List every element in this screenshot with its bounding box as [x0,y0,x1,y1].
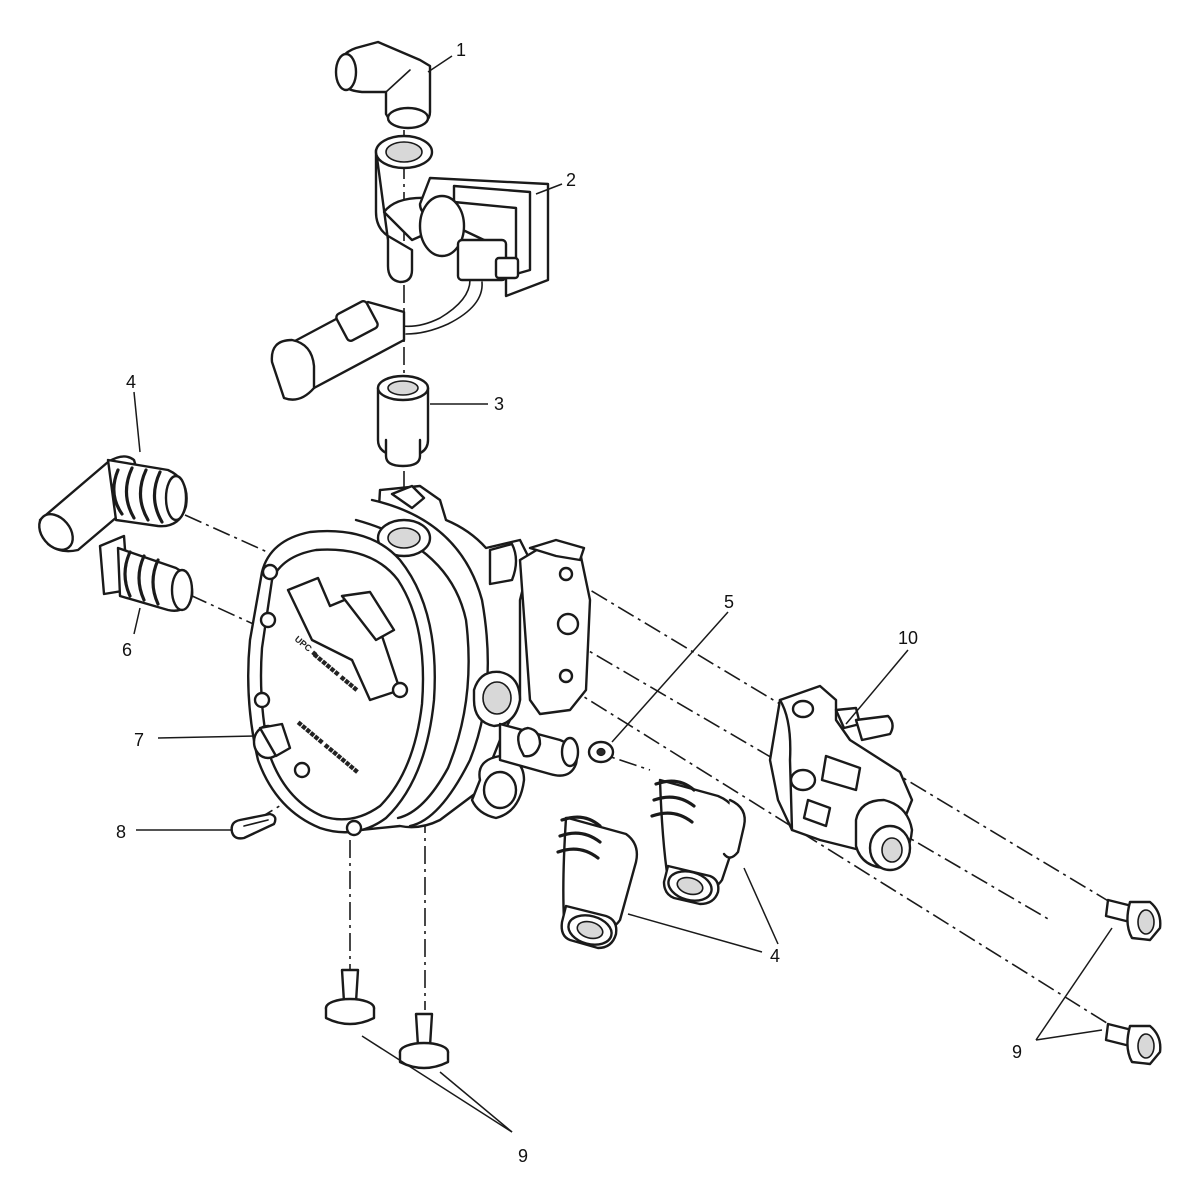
callout-label-7: 7 [134,730,144,750]
callout-label-9-bottom: 9 [518,1146,528,1166]
leader-10 [845,649,909,725]
leader-1 [427,55,453,73]
callout-label-9-right: 9 [1012,1042,1022,1062]
callout-label-1: 1 [456,40,466,60]
plug-part [252,722,292,760]
leader-9-right-a [1035,927,1113,1041]
adapter-fitting-part [376,374,430,468]
lower-bolt-axis-line [564,684,1111,1026]
leader-4-lower-b [743,867,779,945]
threaded-fitting-part [98,534,194,612]
hose-fitting-lower-left-part [556,815,639,950]
hose-elbow-upper-part [38,455,188,553]
cover-screw [253,691,271,709]
callout-label-2: 2 [566,170,576,190]
callout-label-4-lower: 4 [770,946,780,966]
cover-screw [259,611,277,629]
flange-bolt-part [1104,898,1162,942]
callout-label-3: 3 [494,394,504,414]
flange-bolt-part [398,1012,450,1070]
callout-label-8: 8 [116,822,126,842]
washer-part [587,740,615,764]
leader-5 [611,611,729,743]
elbow-fitting-part [334,40,432,130]
fitting-axis-line [189,594,263,629]
callout-labels: 1 2 3 4 5 6 7 8 10 4 9 9 [116,40,1022,1166]
cover-screw [345,819,363,837]
leader-2 [535,183,563,195]
elbow-axis-line [184,514,286,561]
callout-label-6: 6 [122,640,132,660]
leader-9-bottom-a [361,1035,513,1133]
cover-screw [293,761,311,779]
sensor-connector-part [768,684,914,872]
leader-9-bottom-b [439,1071,513,1133]
leader-7 [157,735,257,739]
leader-6 [133,607,141,635]
flange-bolt-part [1104,1022,1162,1066]
cover-screw [391,681,409,699]
leader-9-right-b [1035,1029,1103,1041]
solenoid-valve-part [270,134,550,401]
hose-fitting-lower-right-part [650,778,746,906]
cover-plate-part: UPC ■ ■■■■■■ ■■■■ ■■■■■■ ■■■■■■■■ [247,529,436,837]
leader-4-upper [133,391,141,453]
callout-label-4-upper: 4 [126,372,136,392]
leader-4-lower-a [627,913,763,953]
callout-leaders [133,55,1113,1133]
cover-screw [261,563,279,581]
flange-bolt-part [324,968,376,1026]
callout-label-10: 10 [898,628,918,648]
clip-pin-part [230,812,277,840]
callout-label-5: 5 [724,592,734,612]
